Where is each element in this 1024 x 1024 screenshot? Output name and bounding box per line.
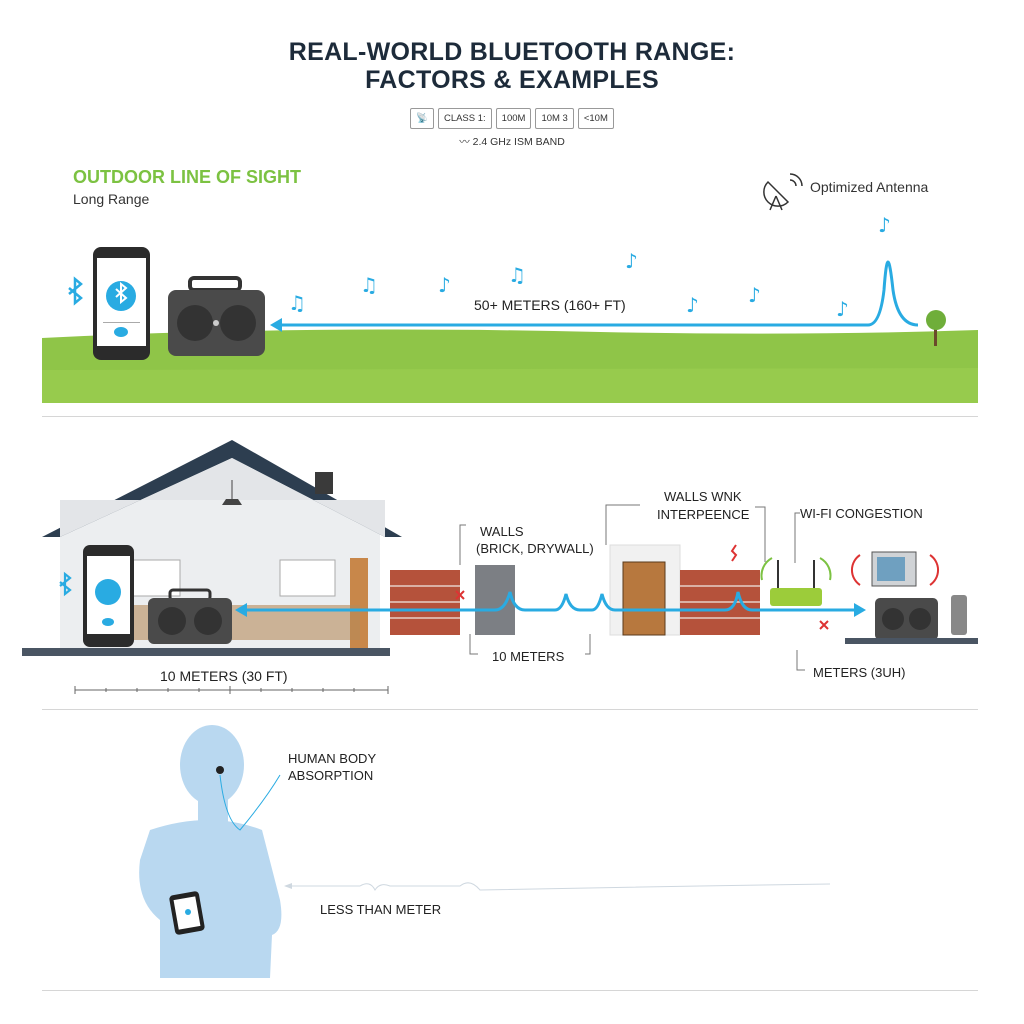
outdoor-heading: OUTDOOR LINE OF SIGHT [73,167,301,187]
svg-text:♫: ♫ [288,291,306,315]
brick-wall [390,570,460,635]
earbud-icon [216,766,281,831]
speaker-icon [148,588,232,644]
tree-icon [926,310,946,346]
speaker-icon [168,276,265,356]
bottom-divider [42,990,978,991]
scale-ruler [74,686,389,694]
svg-text:♫: ♫ [508,263,526,287]
page-title-line-2: FACTORS & EXAMPLES [365,66,659,94]
counter [845,638,978,644]
blocked-x-icon [455,590,829,630]
badge-under-10m: <10M [577,108,614,129]
section-divider [42,416,978,417]
svg-text:♪: ♪ [878,213,891,237]
svg-text:♪: ♪ [748,283,761,307]
antenna-badge-icon: 📡 [410,108,434,129]
router-icon [760,557,832,606]
badge-100m: 100M [495,108,532,129]
badge-class: CLASS 1: [437,108,492,129]
smartphone-icon [83,545,134,647]
drywall-with-door [609,544,681,636]
interference-label-2: INTERPEENCE [657,507,750,522]
weak-signal-arrowhead [284,883,292,889]
speaker-icon [875,598,938,640]
person-silhouette [139,725,282,978]
wave-icon: 〰 [459,136,473,148]
antenna-label: Optimized Antenna [810,179,929,195]
walls-label: WALLS [480,524,524,539]
walls-type-label: (BRICK, DRYWALL) [476,541,594,556]
page-title-line-1: REAL-WORLD BLUETOOTH RANGE: [288,38,736,66]
wifi-congestion-label: WI-FI CONGESTION [800,506,923,521]
badge-10m: 10M 3 [535,108,574,129]
smartphone-icon [93,247,150,360]
interference-label-1: WALLS WNK [664,489,742,504]
body-label-1: HUMAN BODY [288,751,377,766]
weak-signal-line [285,882,831,892]
outdoor-subheading: Long Range [73,191,150,207]
svg-text:♪: ♪ [836,297,849,321]
brick-wall [680,570,760,635]
house-distance-label: 10 METERS (30 FT) [160,668,288,684]
signal-arrow [270,260,919,332]
body-label-2: ABSORPTION [288,768,374,783]
right-meters-label: METERS (3UH) [813,665,906,680]
band-label: 〰 2.4 GHz ISM BAND [0,136,1024,149]
grass-field [42,329,978,403]
svg-text:♪: ♪ [438,273,451,297]
body-distance-label: LESS THAN METER [320,902,442,917]
bluetooth-icon [59,571,72,597]
section-divider [42,709,978,710]
music-notes: ♫ ♫ ♪ ♫ ♪ ♪ ♪ ♪ ♪ [288,213,891,321]
smartphone-icon [169,891,205,935]
satellite-dish-icon [763,173,803,211]
band-text: 2.4 GHz ISM BAND [472,136,565,148]
walls-meters-label: 10 METERS [492,649,565,664]
signal-arrow [235,591,866,617]
cordless-phone-icon [951,595,967,635]
concrete-wall [475,565,515,635]
bluetooth-icon [68,276,83,306]
svg-text:♪: ♪ [686,293,699,317]
svg-text:♫: ♫ [360,273,378,297]
interference-icon [730,544,738,562]
microwave-icon [851,551,939,587]
callout-lines [459,504,805,671]
spec-badges: 📡 CLASS 1: 100M 10M 3 <10M [0,108,1024,129]
outdoor-distance-label: 50+ METERS (160+ FT) [474,297,626,313]
svg-text:♪: ♪ [625,249,638,273]
